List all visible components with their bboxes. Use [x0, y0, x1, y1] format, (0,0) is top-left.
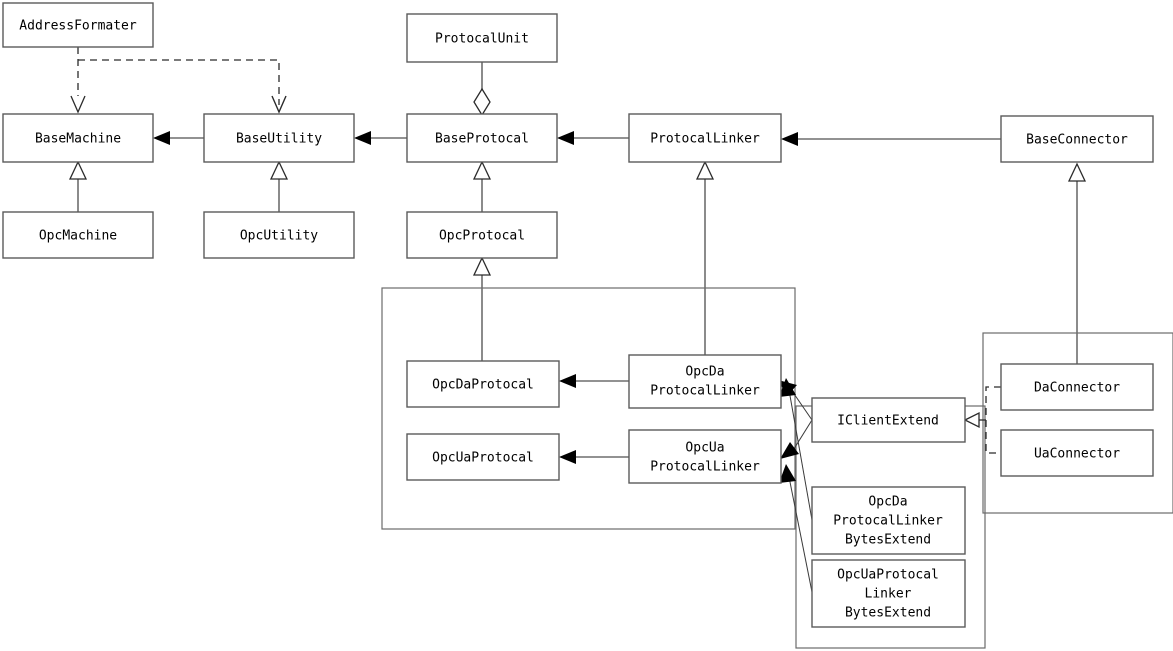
triangle-generalization-baseutility: [269, 160, 289, 180]
arrowhead-filled-opcdaprotocallinker-from-bytes: [779, 378, 796, 397]
edge-connectors-realization-bracket: [985, 386, 1001, 454]
edge-opcuabytesextend-opcuaprotocallinker: [788, 476, 813, 593]
class-label-opcua-bytes-line2: Linker: [865, 587, 912, 602]
arrowhead-filled-opcuaprotocal: [559, 450, 576, 464]
arrowhead-filled-protocallinker: [781, 132, 798, 146]
class-label-opc-da-protocal: OpcDaProtocal: [432, 378, 534, 393]
class-node-opc-utility[interactable]: OpcUtility: [203, 211, 355, 259]
class-node-base-protocal[interactable]: BaseProtocal: [406, 113, 558, 163]
triangle-generalization-baseprotocal: [472, 160, 492, 180]
class-label-protocal-unit: ProtocalUnit: [435, 32, 529, 47]
class-label-opc-ua-protocal-linker-line1: OpcUa: [685, 441, 724, 456]
class-node-protocal-linker[interactable]: ProtocalLinker: [628, 113, 782, 163]
arrowhead-filled-basemachine: [153, 131, 170, 145]
arrowhead-filled-baseprotocal: [557, 131, 574, 145]
arrowhead-filled-opcuaprotocallinker-from-iclient: [780, 442, 799, 459]
triangle-generalization-opcprotocal: [472, 256, 492, 276]
class-node-opc-da-protocal-linker-bytes-extend[interactable]: OpcDa ProtocalLinker BytesExtend: [811, 486, 966, 555]
class-node-base-machine[interactable]: BaseMachine: [2, 113, 154, 163]
class-label-base-machine: BaseMachine: [35, 132, 121, 147]
edge-iclientextend-opcuaprotocallinker: [791, 419, 813, 453]
class-node-opc-ua-protocal[interactable]: OpcUaProtocal: [406, 433, 560, 481]
edge-addressformater-baseutility: [78, 59, 280, 105]
class-label-opc-utility: OpcUtility: [240, 229, 318, 244]
class-label-opc-protocal: OpcProtocal: [439, 229, 525, 244]
class-node-base-connector[interactable]: BaseConnector: [1000, 115, 1154, 163]
class-node-ua-connector[interactable]: UaConnector: [1000, 429, 1154, 477]
class-label-opcda-bytes-line1: OpcDa: [868, 495, 907, 510]
class-node-base-utility[interactable]: BaseUtility: [203, 113, 355, 163]
class-node-da-connector[interactable]: DaConnector: [1000, 363, 1154, 411]
class-node-opc-machine[interactable]: OpcMachine: [2, 211, 154, 259]
class-label-base-connector: BaseConnector: [1026, 133, 1128, 148]
class-label-opcda-bytes-line3: BytesExtend: [845, 533, 931, 548]
arrowhead-filled-baseutility: [354, 131, 371, 145]
class-label-opc-da-protocal-linker-line2: ProtocalLinker: [650, 384, 760, 399]
group-protocal-container: [381, 287, 796, 530]
diamond-aggregation-baseprotocal: [473, 87, 491, 117]
group-connector-container: [982, 332, 1173, 514]
class-node-opc-protocal[interactable]: OpcProtocal: [406, 211, 558, 259]
class-node-opc-ua-protocal-linker-bytes-extend[interactable]: OpcUaProtocal Linker BytesExtend: [811, 559, 966, 628]
triangle-generalization-basemachine: [68, 160, 88, 180]
arrowhead-open-baseutility: [271, 95, 287, 114]
class-node-address-formater[interactable]: AddressFormater: [2, 2, 154, 48]
class-label-base-utility: BaseUtility: [236, 132, 322, 147]
class-label-opcda-bytes-line2: ProtocalLinker: [833, 514, 943, 529]
class-label-opc-ua-protocal-linker-line2: ProtocalLinker: [650, 460, 760, 475]
triangle-generalization-baseconnector: [1067, 162, 1087, 182]
class-node-protocal-unit[interactable]: ProtocalUnit: [406, 13, 558, 63]
class-label-opc-da-protocal-linker-line1: OpcDa: [685, 365, 724, 380]
class-node-opc-da-protocal-linker[interactable]: OpcDa ProtocalLinker: [628, 354, 782, 409]
arrowhead-filled-opcuaprotocallinker-from-bytes: [779, 464, 796, 483]
class-label-da-connector: DaConnector: [1034, 381, 1120, 396]
class-label-opc-ua-protocal: OpcUaProtocal: [432, 451, 534, 466]
class-label-ua-connector: UaConnector: [1034, 447, 1120, 462]
class-label-address-formater: AddressFormater: [19, 19, 137, 34]
class-node-opc-ua-protocal-linker[interactable]: OpcUa ProtocalLinker: [628, 429, 782, 484]
class-label-protocal-linker: ProtocalLinker: [650, 132, 760, 147]
triangle-realization-iclientextend: [963, 411, 980, 429]
class-label-iclient-extend: IClientExtend: [837, 414, 939, 429]
class-label-opcua-bytes-line3: BytesExtend: [845, 606, 931, 621]
triangle-generalization-protocallinker: [695, 160, 715, 180]
class-label-base-protocal: BaseProtocal: [435, 132, 529, 147]
class-node-opc-da-protocal[interactable]: OpcDaProtocal: [406, 360, 560, 408]
class-label-opc-machine: OpcMachine: [39, 229, 117, 244]
class-label-opcua-bytes-line1: OpcUaProtocal: [837, 568, 939, 583]
edge-opcdabytesextend-opcdaprotocallinker: [788, 389, 813, 521]
arrowhead-filled-opcdaprotocal: [559, 374, 576, 388]
arrowhead-open-basemachine: [70, 95, 86, 114]
class-node-iclient-extend[interactable]: IClientExtend: [811, 397, 966, 443]
